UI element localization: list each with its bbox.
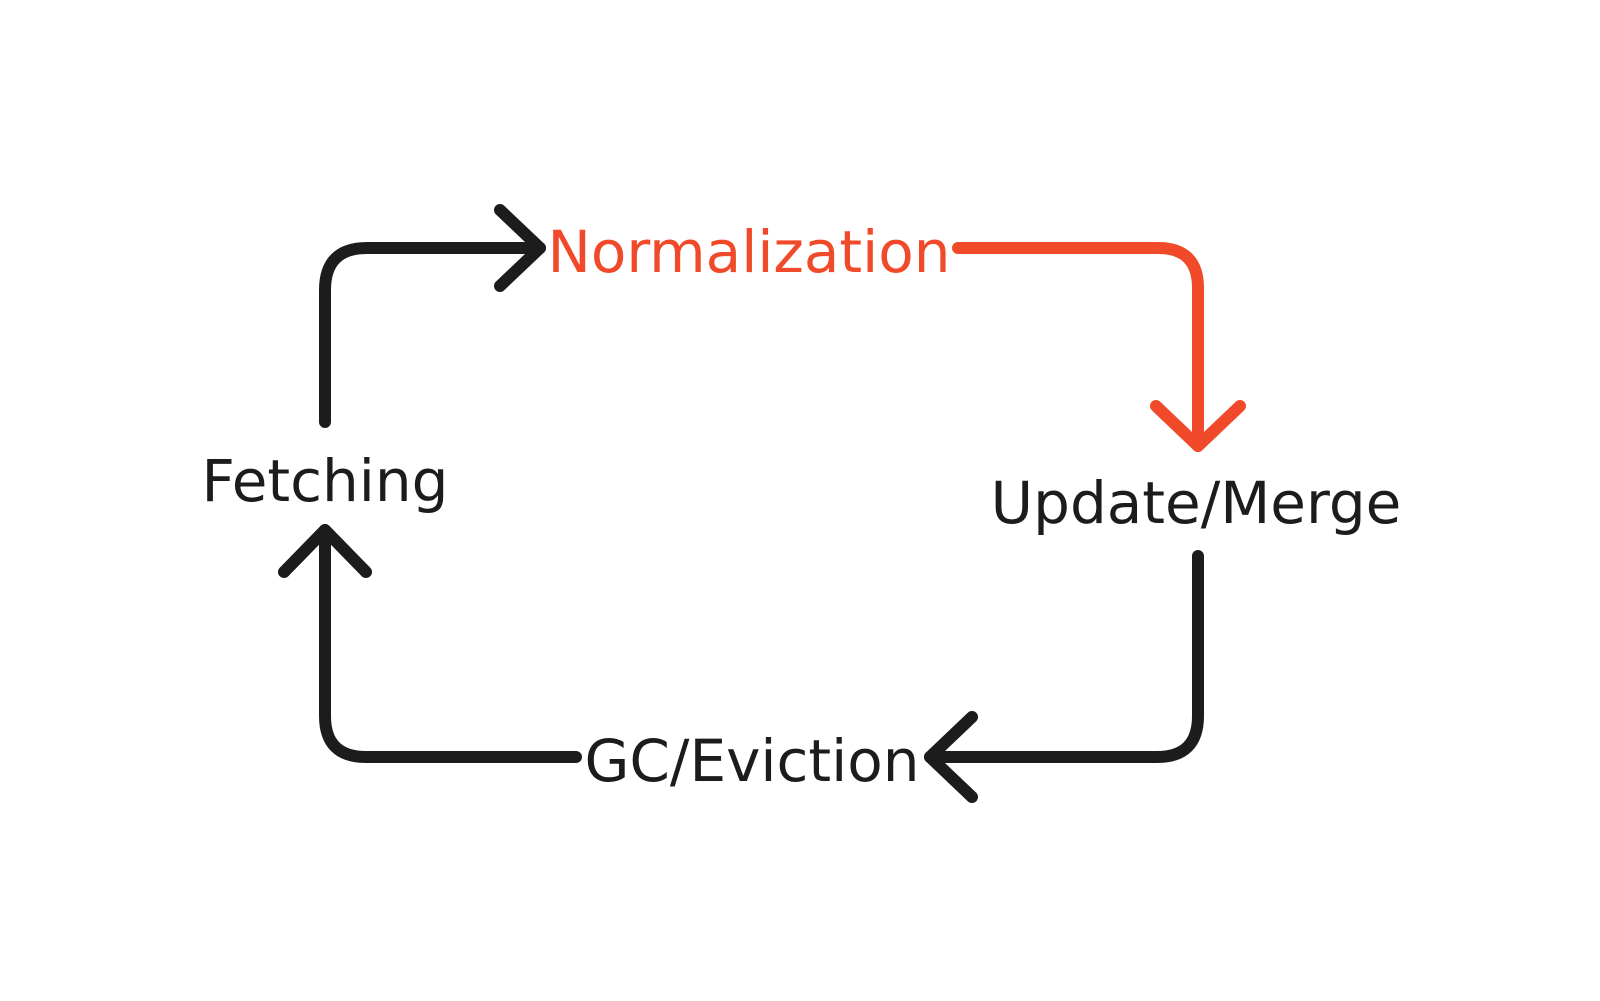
stage-update-merge-label: Update/Merge: [991, 469, 1402, 537]
arrow-head: [1150, 400, 1246, 452]
arrow-normalization-to-update-merge: [952, 242, 1246, 452]
arrow-gc-eviction-to-fetching: [278, 524, 582, 763]
arrow-fetching-to-normalization: [319, 204, 546, 428]
arrow-head: [278, 524, 372, 578]
arrow-line: [319, 524, 582, 763]
stage-normalization-label: Normalization: [547, 218, 950, 286]
arrow-line: [319, 242, 546, 428]
arrow-head: [924, 711, 978, 803]
arrow-head: [494, 204, 546, 292]
stage-gc-eviction-label: GC/Eviction: [584, 727, 919, 795]
stage-fetching-label: Fetching: [202, 447, 449, 515]
arrow-line: [924, 550, 1204, 763]
arrow-line: [952, 242, 1204, 452]
arrow-update-merge-to-gc-eviction: [924, 550, 1204, 803]
